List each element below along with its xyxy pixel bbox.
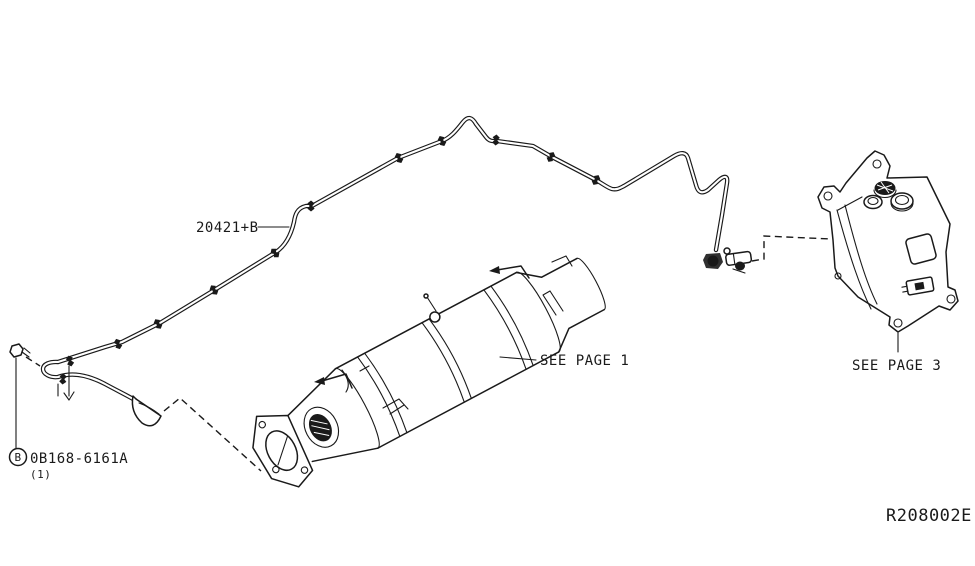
catalyst-ring [303, 406, 340, 448]
tank-label-patch [905, 233, 937, 265]
tube-part-callout: 20421+B [196, 220, 290, 236]
tube-part-label: 20421+B [196, 220, 259, 236]
tube-rear-connector [703, 247, 753, 274]
alignment-dash-bolt [25, 356, 41, 367]
tube-line-highlight [41, 117, 729, 402]
tank-outline [817, 150, 959, 333]
bolt-callout: B 0B168-6161A (1) [8, 343, 128, 481]
tube-funnel-end [131, 395, 162, 427]
tank-edges [836, 196, 878, 310]
callout-part-number: 0B168-6161A [30, 451, 128, 467]
muffler-inlet-cone [287, 367, 379, 463]
bolt-icon [9, 343, 31, 358]
tank-filler-cap [873, 181, 897, 198]
callout-circle [8, 447, 28, 467]
tank-label: SEE PAGE 3 [852, 358, 941, 374]
tube-bracket [57, 365, 75, 401]
callout-quantity: (1) [30, 468, 51, 481]
muffler-leader [499, 356, 537, 361]
tank-mounting-holes [823, 159, 956, 328]
tank-port-right [890, 192, 914, 212]
muffler-flange [252, 414, 314, 488]
tank-connector [901, 276, 935, 296]
muffler-assembly: SEE PAGE 1 [252, 255, 629, 488]
muffler-label: SEE PAGE 1 [540, 353, 629, 369]
muffler-band-clamps [357, 285, 534, 437]
muffler-hanger-brackets [314, 255, 573, 415]
drawing-number: R208002E [886, 506, 972, 526]
muffler-body [334, 271, 560, 449]
callout-letter: B [14, 451, 21, 464]
tube-clamps [58, 134, 602, 385]
tube-funnel-mouth [138, 402, 160, 415]
alignment-dash-tank [751, 235, 832, 262]
sensor-port [429, 311, 441, 323]
muffler-tail [515, 257, 605, 353]
reservoir-tank: SEE PAGE 3 [817, 150, 959, 374]
alignment-dash-muffler [163, 397, 262, 472]
tank-port-left [863, 194, 883, 210]
fuel-tube-assembly [40, 115, 832, 472]
